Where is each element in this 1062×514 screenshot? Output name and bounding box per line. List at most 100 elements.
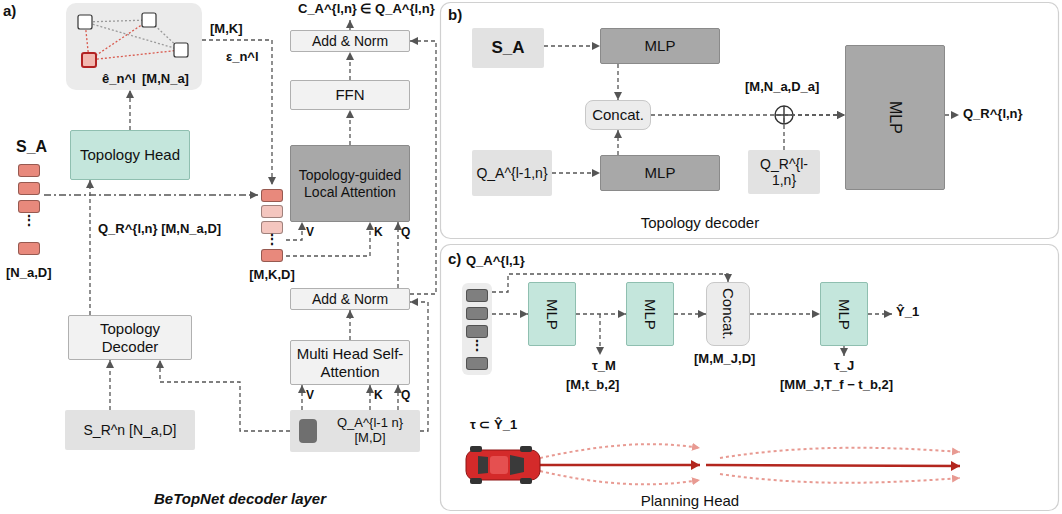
node-text: Topology-guided Local Attention: [295, 167, 405, 199]
panel-frame: [441, 3, 1059, 239]
port-label: K: [374, 226, 383, 240]
dimension: [M,t_b,2]: [566, 378, 619, 393]
token-box: [18, 164, 40, 177]
node-text: Concat.: [719, 288, 736, 340]
dashed-arrow: [286, 222, 370, 256]
dashed-arrow: [109, 360, 110, 410]
ellipsis: ⋮: [14, 212, 44, 228]
node-text: Q_A^{l-1 n} [M,D]: [324, 416, 416, 446]
dashed-arrow: [349, 110, 350, 145]
dimension: [M,M_J,D]: [694, 352, 755, 367]
concat-box: Concat.: [585, 100, 651, 130]
query-box: Q_A^{l-1,n}: [472, 150, 552, 196]
dimension: [N_a,D]: [6, 266, 52, 281]
symbol-label: Ŷ_1: [896, 305, 919, 320]
norm-box: Add & Norm: [290, 30, 410, 52]
dashed-arrow: [301, 385, 302, 410]
symbol-label: Q_R^{l,n} [M,N_a,D]: [98, 222, 221, 237]
query-stack: ⋮: [462, 283, 492, 375]
token-box: [261, 189, 283, 202]
symbol-label: S_A: [16, 138, 47, 156]
ellipsis: ⋮: [462, 337, 492, 353]
token-box: [261, 249, 283, 262]
panel-letter: b): [448, 6, 462, 23]
port-label: V: [306, 226, 314, 240]
port-label: V: [306, 389, 314, 403]
symbol-label: ε_n^l: [226, 50, 259, 65]
mlp-box: MLP: [528, 282, 576, 346]
dashed-arrow: [576, 313, 626, 314]
mlp-box: MLP: [845, 45, 945, 190]
symbol-label: Q_A^{l,1}: [466, 254, 525, 269]
node-text: Concat.: [592, 106, 644, 123]
node-text: Add & Norm: [312, 291, 388, 307]
norm-box: Add & Norm: [290, 288, 410, 310]
dashed-arrow: [617, 64, 618, 100]
node-text: MLP: [641, 299, 658, 330]
dashed-arrow: [89, 180, 90, 315]
dashed-arrow: [617, 130, 618, 155]
decoder-box: Topology Decoder: [68, 315, 192, 360]
ellipsis: ⋮: [258, 231, 286, 247]
dimension: [M,K]: [210, 22, 243, 37]
node-text: MLP: [645, 37, 676, 54]
token-box: [466, 325, 488, 338]
attention-box: Topology-guided Local Attention: [290, 145, 410, 222]
token-box: [18, 200, 40, 213]
ffn-box: FFN: [290, 80, 410, 110]
node-text: Topology Head: [80, 146, 180, 163]
mlp-box: MLP: [600, 28, 720, 64]
port-label: K: [374, 389, 383, 403]
head-box: Topology Head: [70, 130, 190, 180]
panel-caption: BeTopNet decoder layer: [154, 490, 326, 507]
dashed-arrow: [410, 41, 436, 294]
dashed-arrow: [202, 40, 272, 185]
token-box: [466, 357, 488, 370]
dashed-arrow: [349, 310, 350, 340]
query-icon: [299, 419, 317, 443]
node-text: MLP: [886, 101, 904, 134]
token-box: [18, 182, 40, 195]
mlp-box: MLP: [820, 282, 868, 346]
mlp-box: MLP: [626, 282, 674, 346]
node-text: MLP: [645, 164, 676, 181]
dashed-arrow: [397, 222, 398, 288]
dashed-arrow: [544, 45, 600, 46]
node-text: Multi Head Self-Attention: [295, 345, 405, 380]
token-box: [18, 242, 40, 255]
node-text: [M,N_a]: [142, 71, 189, 86]
dimension: [MM_J,T_f − t_b,2]: [780, 378, 893, 393]
panel-letter: a): [3, 2, 16, 19]
input-box: S_R^n [N_a,D]: [65, 410, 195, 450]
node-text: S_A: [491, 38, 524, 58]
attention-box: Multi Head Self-Attention: [290, 340, 410, 385]
node-text: Add & Norm: [312, 33, 388, 49]
dashed-arrow: [784, 115, 845, 150]
topology-graph: ê_n^l [M,N_a]: [66, 3, 202, 90]
dashed-arrow: [286, 222, 302, 240]
dimension: [M,K,D]: [249, 268, 295, 283]
panel-caption: Topology decoder: [641, 214, 759, 231]
token-box: [466, 289, 488, 302]
symbol-label: C_A^{l,n} ∈ Q_A^{l,n}: [298, 2, 435, 17]
dashed-arrow: [552, 172, 600, 173]
port-label: Q: [401, 226, 410, 240]
node-text: ê_n^l: [102, 71, 136, 86]
concat-box: Concat.: [706, 282, 750, 346]
car-icon: [466, 446, 540, 484]
dashed-arrow: [397, 385, 398, 410]
node-text: Q_A^{l-1,n}: [476, 165, 547, 181]
panel-letter: c): [448, 250, 461, 267]
dashed-arrow: [750, 313, 820, 314]
symbol-label: τ_J: [834, 359, 854, 374]
panel-caption: Planning Head: [641, 492, 739, 509]
token-box: [261, 205, 283, 218]
port-label: Q: [401, 389, 410, 403]
dashed-arrow: [492, 313, 528, 314]
trajectories: [540, 444, 960, 484]
dashed-arrow: [369, 385, 370, 410]
node-text: S_R^n [N_a,D]: [84, 422, 177, 438]
token-box: [466, 307, 488, 320]
dimension: [M,N_a,D_a]: [745, 80, 819, 95]
token-stack: ⋮: [258, 185, 286, 265]
